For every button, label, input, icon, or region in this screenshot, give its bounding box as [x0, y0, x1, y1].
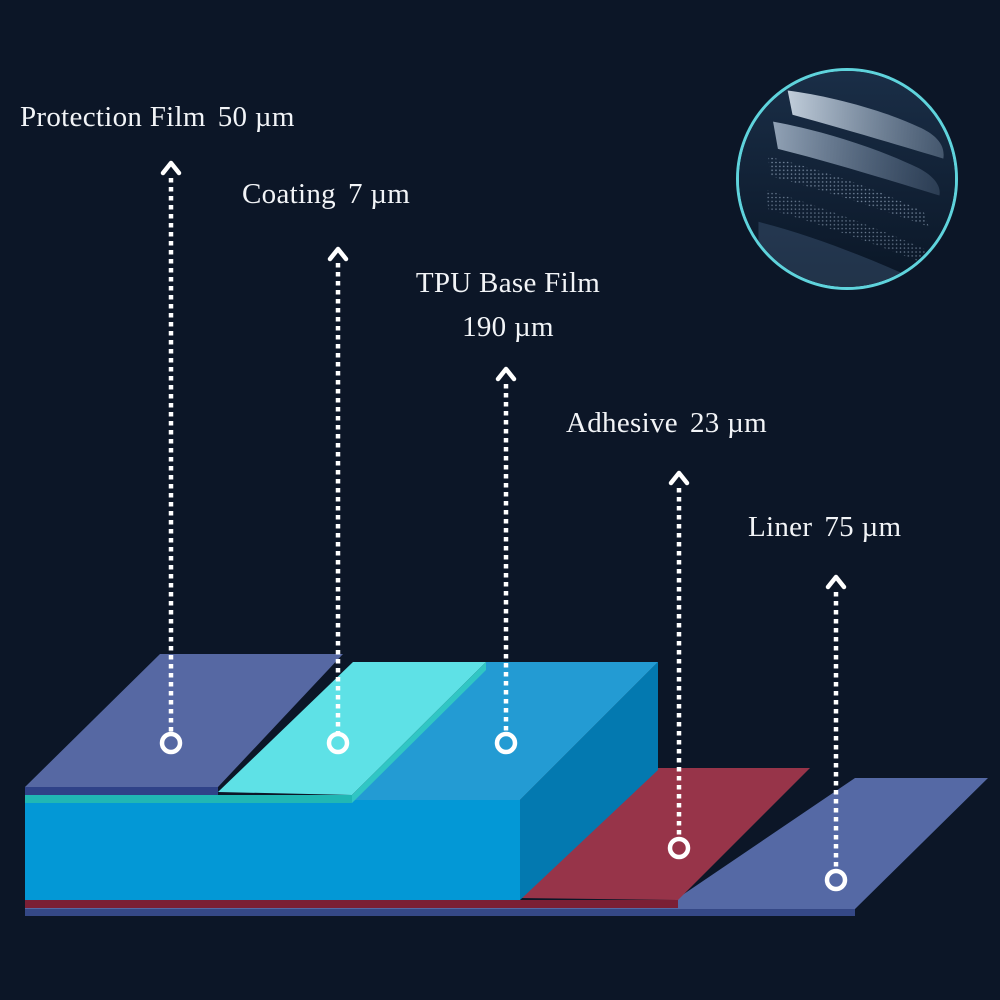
anchor-circle-protection — [159, 731, 183, 755]
layer-name: TPU Base Film — [415, 267, 601, 299]
protection-top-face — [25, 654, 343, 787]
adhesive-front-edge — [25, 900, 678, 908]
layer-name: Protection Film — [20, 101, 206, 133]
arrow-up-icon — [495, 366, 517, 382]
layer-name: Adhesive — [566, 407, 678, 439]
layer-thickness: 7 µm — [347, 178, 411, 210]
layer-thickness: 190 µm — [462, 310, 554, 343]
coating-side-edge — [352, 662, 486, 803]
anchor-circle-coating — [326, 731, 350, 755]
anchor-circle-liner — [824, 868, 848, 892]
tpu-right-face — [520, 662, 658, 900]
tpu-top-face — [352, 662, 658, 800]
anchor-circle-tpu — [494, 731, 518, 755]
adhesive-top-face — [520, 768, 810, 900]
anchor-circle-adhesive — [667, 836, 691, 860]
arrow-up-icon — [160, 160, 182, 176]
protection-front-edge — [25, 787, 218, 795]
label-tpu-base-film: TPU Base Film 190 µm — [398, 262, 618, 349]
coating-top-face — [218, 662, 486, 795]
layer-name: Coating — [242, 178, 336, 210]
arrow-up-icon — [825, 574, 847, 590]
arrow-up-icon — [668, 470, 690, 486]
layer-thickness: 75 µm — [824, 511, 902, 543]
layer-thickness: 50 µm — [217, 101, 295, 133]
layer-name: Liner — [748, 511, 813, 543]
liner-top-face — [25, 778, 988, 909]
layer-closeup-image — [736, 68, 958, 290]
label-adhesive: Adhesive 23 µm — [566, 402, 767, 446]
tpu-front-face — [25, 800, 520, 900]
layer-thickness: 23 µm — [689, 407, 767, 439]
coating-front-edge — [25, 795, 352, 803]
label-liner: Liner 75 µm — [748, 506, 901, 550]
liner-front-edge — [25, 909, 855, 916]
label-protection-film: Protection Film 50 µm — [20, 96, 295, 140]
arrow-up-icon — [327, 246, 349, 262]
film-closeup-illustration — [739, 71, 955, 287]
label-coating: Coating 7 µm — [242, 173, 410, 217]
